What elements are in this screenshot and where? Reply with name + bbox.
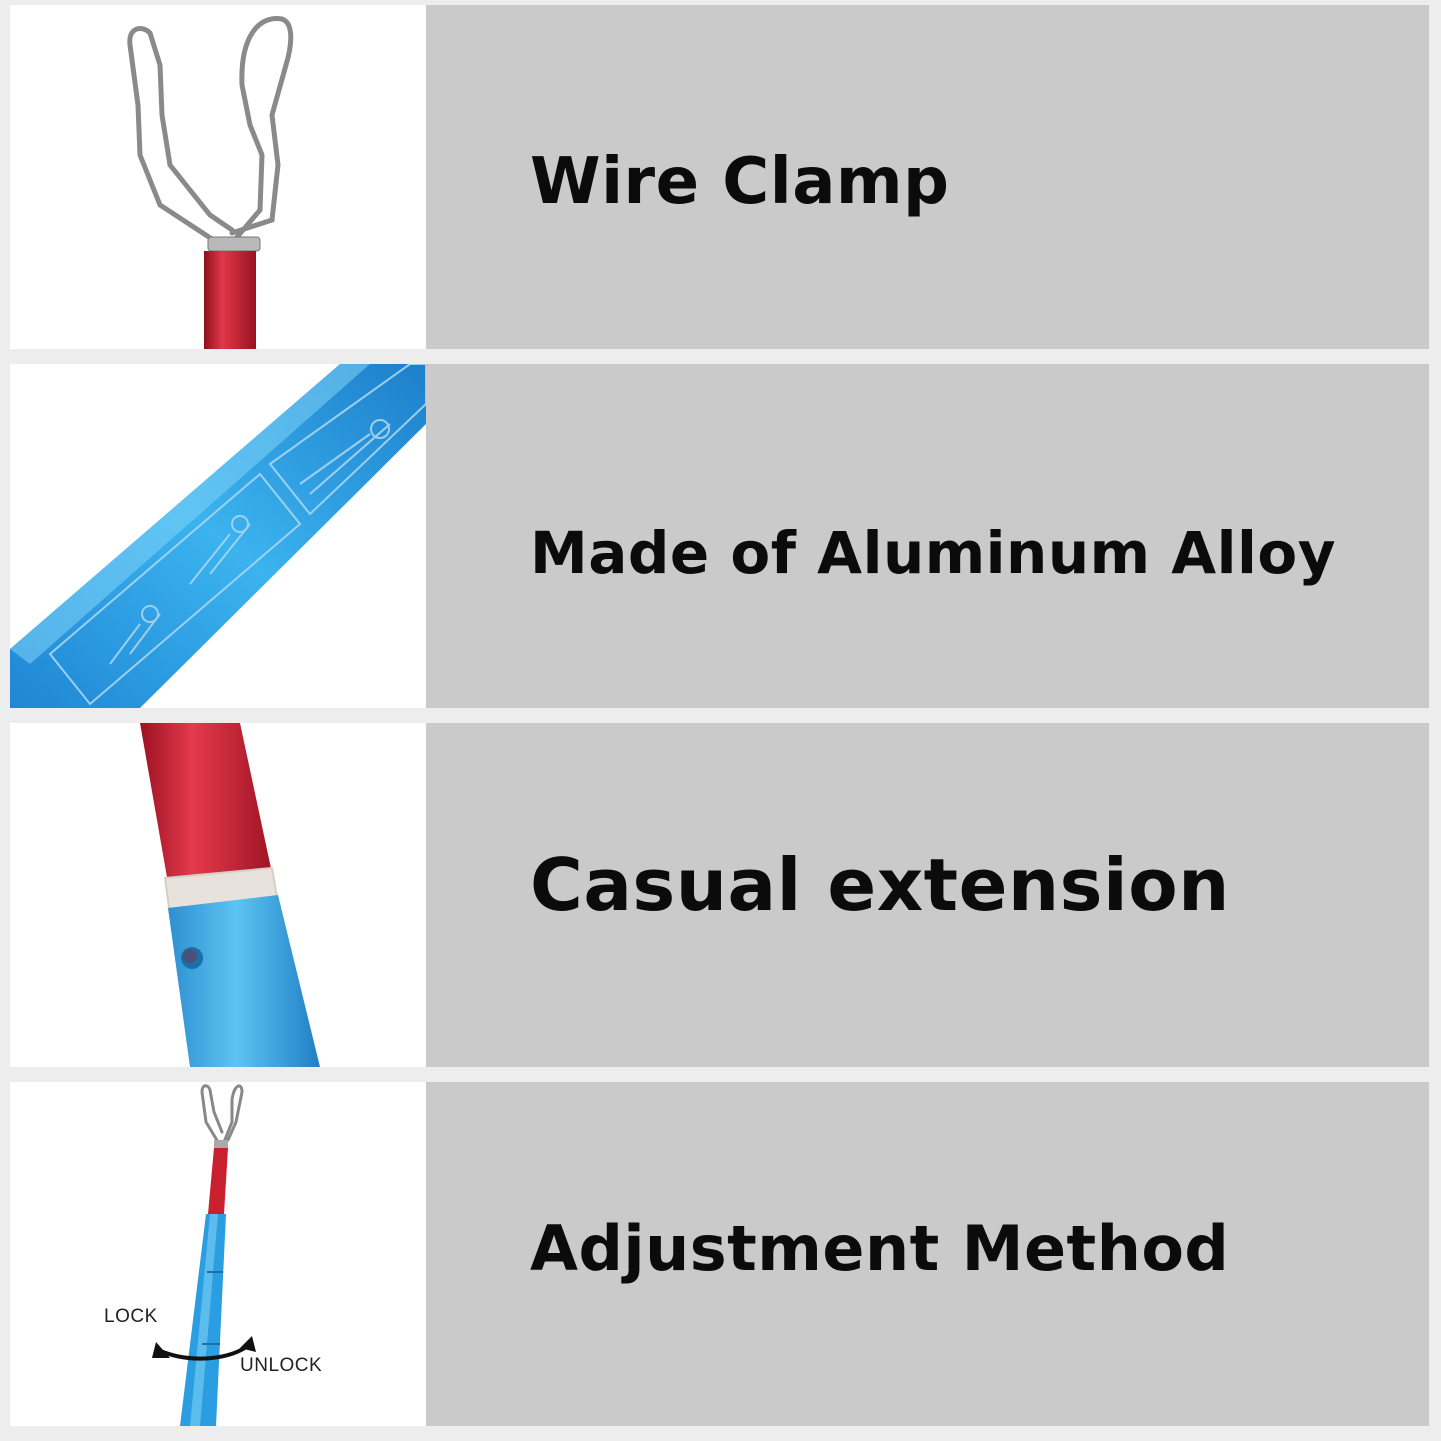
aluminum-pole-illustration [10, 364, 426, 708]
feature-row-wire-clamp: Wire Clamp [10, 5, 1429, 349]
feature-text-panel: Made of Aluminum Alloy [426, 364, 1429, 708]
feature-title: Casual extension [530, 843, 1230, 927]
feature-title: Adjustment Method [530, 1212, 1230, 1285]
full-pole-image: LOCK UNLOCK [10, 1082, 426, 1426]
telescopic-joint-illustration [140, 723, 320, 1067]
feature-text-panel: Adjustment Method [426, 1082, 1429, 1426]
wire-clamp-image [10, 5, 426, 349]
feature-text-panel: Casual extension [426, 723, 1429, 1067]
telescopic-joint-image [10, 723, 426, 1067]
feature-row-casual-extension: Casual extension [10, 723, 1429, 1067]
feature-text-panel: Wire Clamp [426, 5, 1429, 349]
feature-row-aluminum-alloy: Made of Aluminum Alloy [10, 364, 1429, 708]
feature-title: Made of Aluminum Alloy [530, 519, 1337, 587]
feature-row-adjustment-method: LOCK UNLOCK Adjustment Method [10, 1082, 1429, 1426]
aluminum-pole-image [10, 364, 426, 708]
unlock-label: UNLOCK [240, 1355, 323, 1376]
feature-title: Wire Clamp [530, 145, 950, 219]
full-pole-illustration [152, 1084, 256, 1426]
lock-label: LOCK [104, 1306, 158, 1327]
wire-clamp-illustration [127, 16, 294, 349]
